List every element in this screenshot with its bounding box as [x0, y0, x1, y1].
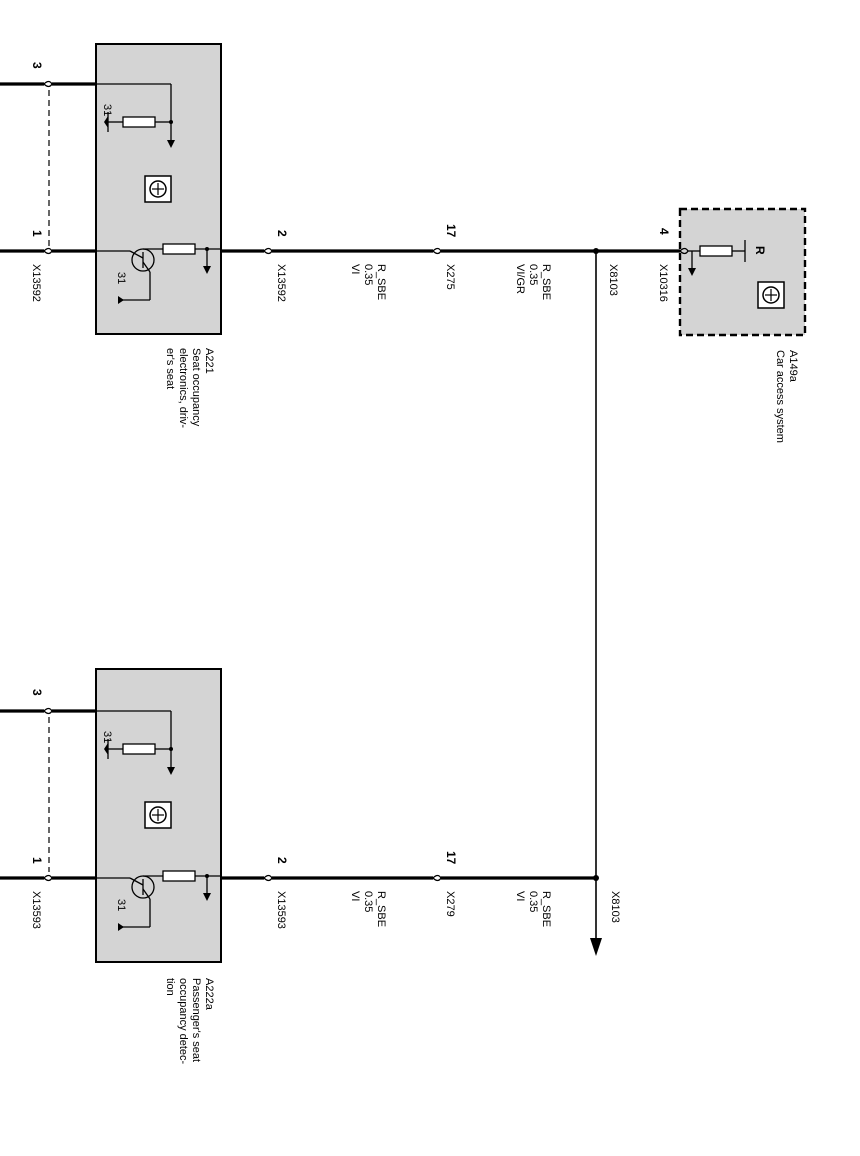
module-a221-id: A221: [203, 348, 215, 374]
ground-arrow-icon: [688, 268, 696, 276]
top-main-wire-group: 2 X13592 R_SBE 0.35 VI 17 X275 R_SBE 0.3…: [221, 224, 680, 302]
connector-x279-arrow: [432, 874, 442, 882]
control-unit-icon: [757, 281, 785, 309]
wire-top-b-size: 0.35: [527, 264, 539, 285]
pin1-label-top: 1: [30, 230, 44, 237]
module-a222a-desc-2: occupancy detec-: [177, 978, 189, 1065]
module-a222a-desc-3: tion: [164, 978, 176, 996]
connector-x13592-left: X13592: [30, 264, 42, 302]
connector-x8103-bottom: X8103: [609, 891, 621, 923]
connector-arrow-pin3-bottom: [43, 707, 53, 715]
bottom-main-wire-group: 2 X13593 R_SBE 0.35 VI 17 X279 R_SBE 0.3…: [221, 851, 621, 956]
pin31-label-bottom: 31: [101, 731, 113, 743]
connector-x10316: X10316: [657, 264, 669, 302]
pin3-label-bottom: 3: [30, 689, 44, 696]
control-unit-icon: [144, 175, 172, 203]
wire-top-b-color: VI/GR: [514, 264, 526, 294]
transistor-icon: [96, 870, 221, 931]
connector-x13593-left: X13593: [30, 891, 42, 929]
wire-bot-b-color: VI: [514, 891, 526, 901]
module-a222a-desc-1: Passenger's seat: [190, 978, 202, 1062]
wire-bot-b-name: R_SBE: [540, 891, 552, 927]
module-a222a-group: 31 31 3 1 X13593 A222a Pas: [0, 668, 222, 1065]
module-a221-desc-2: electronics, driv-: [177, 348, 189, 428]
pin-r-label: R: [753, 246, 767, 255]
connector-arrow-pin3: [43, 80, 53, 88]
wire-bot-a-name: R_SBE: [375, 891, 387, 927]
connector-arrow-pin1-bottom: [43, 874, 53, 882]
connector-arrow-pin1: [43, 247, 53, 255]
wire-bot-a-size: 0.35: [362, 891, 374, 912]
connector-x275-arrow: [432, 247, 442, 255]
pin2-label-top: 2: [275, 230, 289, 237]
control-unit-icon: [144, 801, 172, 829]
connector-x279: X279: [444, 891, 456, 917]
wire-top-a-color: VI: [349, 264, 361, 274]
module-a222a-id: A222a: [203, 978, 215, 1011]
module-a221-desc-1: Seat occupancy: [190, 348, 202, 427]
connector-x275: X275: [444, 264, 456, 290]
wire-bot-a-color: VI: [349, 891, 361, 901]
connector-x13593-arrow: [263, 874, 273, 882]
pin31-label-top: 31: [101, 104, 113, 116]
wire-top-a-size: 0.35: [362, 264, 374, 285]
pin31-label-transistor-bottom: 31: [115, 899, 127, 911]
splice-x8103-bottom-node: [593, 875, 599, 881]
connector-x13592-right: X13592: [275, 264, 287, 302]
pin3-label-top: 3: [30, 62, 44, 69]
continuation-arrow-icon: [590, 938, 602, 956]
connector-x8103-top: X8103: [607, 264, 619, 296]
module-a149a-box[interactable]: [678, 207, 807, 337]
connector-x13592-arrow: [263, 247, 273, 255]
pin17-label-top: 17: [444, 224, 458, 238]
module-a149a-desc-1: Car access system: [774, 350, 786, 443]
wire-top-a-name: R_SBE: [375, 264, 387, 300]
connector-x13593-right: X13593: [275, 891, 287, 929]
pin4-label: 4: [657, 228, 671, 235]
pin1-label-bottom: 1: [30, 857, 44, 864]
module-a149a-group: R 4 X10316 A149a Car access system: [657, 207, 807, 443]
module-a221-desc-3: er's seat: [164, 348, 176, 389]
resistor-icon: [96, 710, 175, 775]
pin17-label-bottom: 17: [444, 851, 458, 865]
module-a149a-id: A149a: [787, 350, 799, 383]
transistor-icon: [96, 243, 221, 304]
pin31-label-transistor-top: 31: [115, 272, 127, 284]
resistor-icon: [96, 83, 175, 148]
wire-bot-b-size: 0.35: [527, 891, 539, 912]
resistor-icon: [699, 245, 733, 257]
wire-top-b-name: R_SBE: [540, 264, 552, 300]
pin2-label-bottom: 2: [275, 857, 289, 864]
module-a221-group: 31 31 3 1 X13592: [0, 43, 222, 428]
